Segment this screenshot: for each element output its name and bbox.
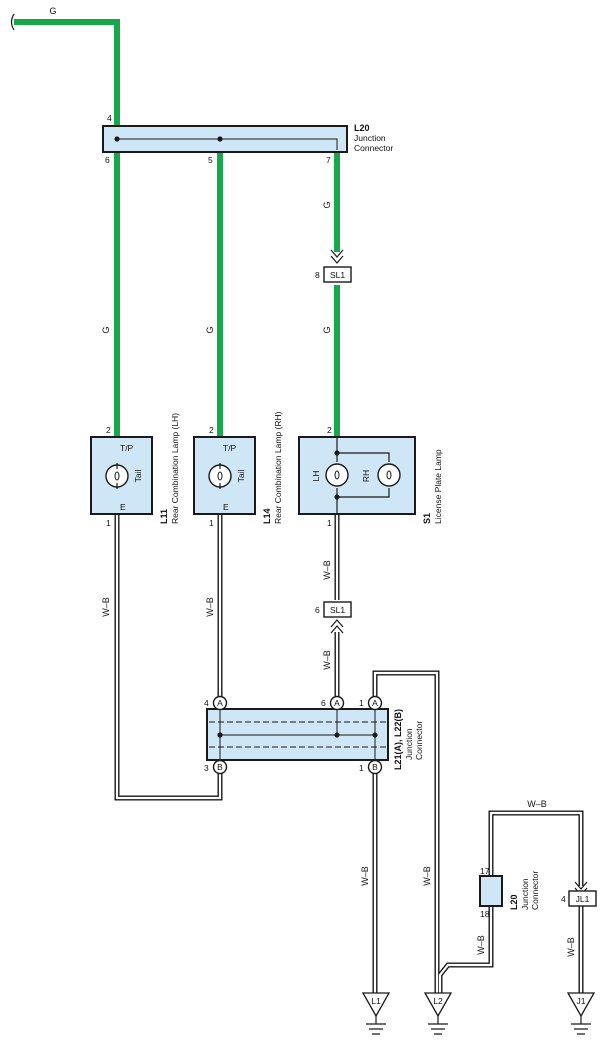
l14-bulb-label: Tail bbox=[236, 470, 246, 483]
connector-name-s1: License Plate Lamp bbox=[433, 449, 443, 524]
pin-l20-6: 6 bbox=[105, 155, 110, 165]
connector-name-l21-1: Junction bbox=[404, 728, 414, 760]
connector-id-l11: L11 bbox=[159, 509, 169, 524]
wire-label-s1-g: G bbox=[322, 326, 332, 333]
pin-l20s-18: 18 bbox=[480, 909, 490, 919]
s1-bulb-rh: RH bbox=[361, 470, 371, 482]
wb-wires bbox=[114, 514, 584, 993]
pin-l14-1: 1 bbox=[209, 518, 214, 528]
wire-feed-green bbox=[14, 19, 120, 128]
l11-terminal-e: E bbox=[120, 502, 126, 512]
l11-terminal-tp: T/P bbox=[120, 443, 134, 453]
ground-l2: L2 bbox=[423, 992, 453, 1035]
wire-label-feed: G bbox=[49, 6, 56, 16]
pin-l20-4: 4 bbox=[107, 113, 112, 123]
connector-id-l14: L14 bbox=[262, 508, 272, 524]
ground-label-l2: L2 bbox=[433, 996, 443, 1006]
inline-connector-sl1-upper: SL1 8 bbox=[315, 249, 352, 283]
junction-connector-l20-top: 4 6 5 7 L20 Junction Connector bbox=[102, 113, 393, 165]
wire-label-jl1-wb-top: W–B bbox=[527, 799, 547, 809]
svg-text:B: B bbox=[217, 762, 223, 772]
connector-name-l20-1: Junction bbox=[354, 133, 386, 143]
wire-label-j1-wb: W–B bbox=[566, 937, 576, 957]
pin-s1-2: 2 bbox=[327, 425, 332, 435]
pin-s1-1: 1 bbox=[327, 518, 332, 528]
sl1-lower-label: SL1 bbox=[330, 605, 345, 615]
connector-name-l21-2: Connector bbox=[414, 721, 424, 760]
connector-id-l20-small: L20 bbox=[509, 894, 519, 910]
wire-label-l11-g: G bbox=[101, 326, 111, 333]
green-wires bbox=[14, 19, 340, 437]
pin-l11-2: 2 bbox=[106, 425, 111, 435]
pin-l11-1: 1 bbox=[106, 518, 111, 528]
svg-text:A: A bbox=[334, 698, 340, 708]
pin-jc-1b: 1 bbox=[359, 763, 364, 773]
jc-pin-b-1 bbox=[367, 759, 383, 775]
jl1-label: JL1 bbox=[576, 894, 590, 904]
connector-id-l21-l22: L21(A), L22(B) bbox=[393, 709, 403, 770]
l11-bulb-label: Tail bbox=[133, 470, 143, 483]
inline-connector-jl1: JL1 4 bbox=[561, 881, 597, 907]
pin-l14-2: 2 bbox=[209, 425, 214, 435]
pin-sl1-8: 8 bbox=[315, 270, 320, 280]
svg-text:A: A bbox=[372, 698, 378, 708]
pin-jc-6: 6 bbox=[321, 698, 326, 708]
wire-label-l14-g: G bbox=[205, 326, 215, 333]
ground-l1: L1 bbox=[361, 992, 391, 1035]
wire-label-l14-wb: W–B bbox=[205, 597, 215, 617]
ground-label-l1: L1 bbox=[371, 996, 381, 1006]
connector-name-l20-2: Connector bbox=[354, 143, 393, 153]
ground-label-j1: J1 bbox=[577, 996, 586, 1006]
jc-pin-a-1 bbox=[367, 695, 383, 711]
connector-name-l20s-2: Connector bbox=[530, 871, 540, 910]
connector-id-l20: L20 bbox=[354, 123, 370, 133]
l14-terminal-tp: T/P bbox=[223, 443, 237, 453]
junction-connector-l21-l22: A A A B B 4 6 1 3 1 L21(A), L22(B) Junct… bbox=[204, 695, 424, 775]
wire-label-l11-wb: W–B bbox=[101, 597, 111, 617]
junction-connector-l20-small: 17 18 L20 Junction Connector bbox=[479, 866, 540, 919]
wire-label-s1-wb: W–B bbox=[322, 560, 332, 580]
wire-label-l1-wb: W–B bbox=[360, 866, 370, 886]
wire-label-sl1-g: G bbox=[322, 201, 332, 208]
wire-break-mark bbox=[10, 13, 15, 31]
wire-label-l20s-wb: W–B bbox=[476, 935, 486, 955]
connector-name-l14: Rear Combination Lamp (RH) bbox=[273, 411, 283, 524]
sl1-upper-label: SL1 bbox=[330, 270, 345, 280]
pin-l20s-17: 17 bbox=[480, 866, 490, 876]
jc-pin-a-4 bbox=[212, 695, 228, 711]
connector-name-l11: Rear Combination Lamp (LH) bbox=[170, 413, 180, 524]
jc-pin-b-3 bbox=[212, 759, 228, 775]
connector-id-s1: S1 bbox=[422, 513, 432, 524]
pin-l20-7: 7 bbox=[326, 155, 331, 165]
s1-bulb-lh: LH bbox=[311, 471, 321, 482]
pin-sl1-6: 6 bbox=[315, 605, 320, 615]
pin-jc-1a: 1 bbox=[359, 698, 364, 708]
wire-label-l2-wb: W–B bbox=[422, 866, 432, 886]
connector-name-l20s-1: Junction bbox=[520, 878, 530, 910]
svg-text:B: B bbox=[372, 762, 378, 772]
lamp-l14: T/P E Tail 2 1 L14 Rear Combination Lamp… bbox=[193, 411, 283, 528]
wire-labels: G G G G G W–B W–B W–B W–B W–B W–B W–B W–… bbox=[49, 6, 576, 957]
wire-label-jc-wb: W–B bbox=[322, 650, 332, 670]
pin-jc-4: 4 bbox=[204, 698, 209, 708]
ground-j1: J1 bbox=[566, 992, 596, 1035]
lamp-l11: T/P E Tail 2 1 L11 Rear Combination Lamp… bbox=[90, 413, 180, 528]
l14-terminal-e: E bbox=[223, 502, 229, 512]
pin-l20-5: 5 bbox=[208, 155, 213, 165]
jc-pin-a-6 bbox=[329, 695, 345, 711]
pin-jc-3: 3 bbox=[204, 763, 209, 773]
pin-jl1-4: 4 bbox=[561, 894, 566, 904]
svg-text:A: A bbox=[217, 698, 223, 708]
lamp-s1: LH RH 2 1 S1 License Plate Lamp bbox=[298, 425, 443, 528]
inline-connector-sl1-lower: SL1 6 bbox=[315, 601, 352, 634]
